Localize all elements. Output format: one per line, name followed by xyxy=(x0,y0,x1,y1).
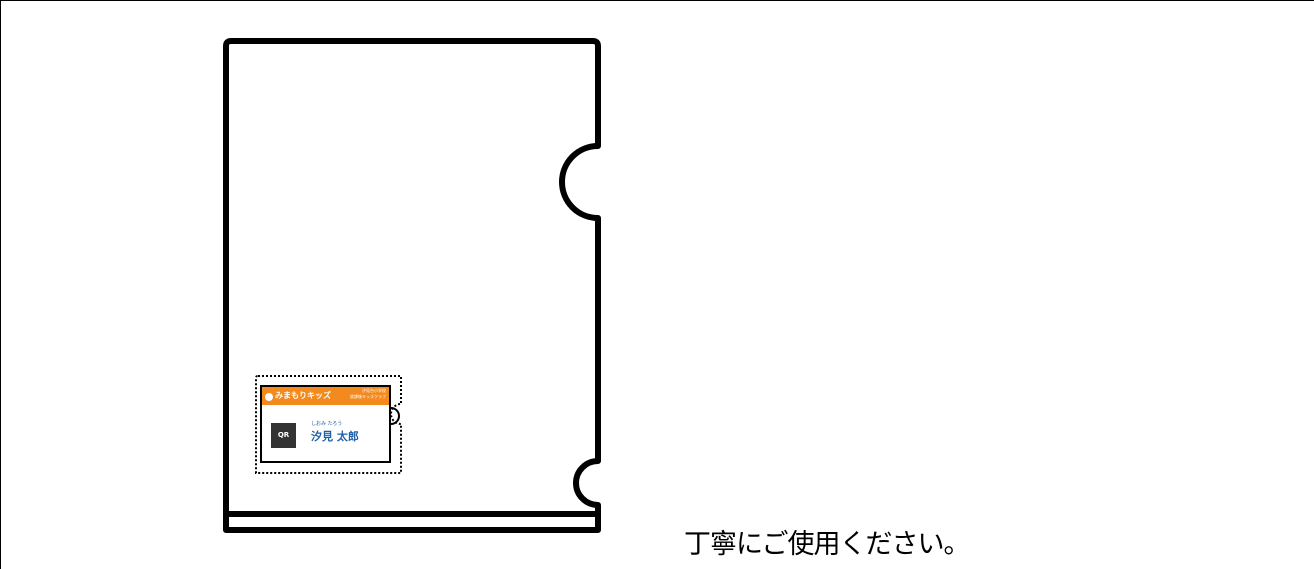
card-notch xyxy=(390,407,400,425)
card-logo-text: みまもりキッズ xyxy=(275,391,331,400)
card-pocket-icon xyxy=(255,375,402,474)
qr-code-icon: QR xyxy=(271,423,296,448)
card-school-line1: 汐見台小学校 xyxy=(362,388,386,393)
name-card: みまもりキッズ 汐見台小学校 放課後キッズクラブ QR しおみ たろう 汐見 太… xyxy=(260,385,391,463)
card-school-line2: 放課後キッズクラブ xyxy=(350,394,386,399)
card-name: 汐見 太郎 xyxy=(311,430,359,443)
folder-outline xyxy=(223,38,601,533)
card-header: みまもりキッズ 汐見台小学校 放課後キッズクラブ xyxy=(262,387,389,405)
logo-mark-icon xyxy=(265,393,273,401)
usage-caption: 丁寧にご使用ください。 xyxy=(684,529,970,560)
card-name-kana: しおみ たろう xyxy=(311,421,343,427)
card-school: 汐見台小学校 放課後キッズクラブ xyxy=(350,388,386,400)
